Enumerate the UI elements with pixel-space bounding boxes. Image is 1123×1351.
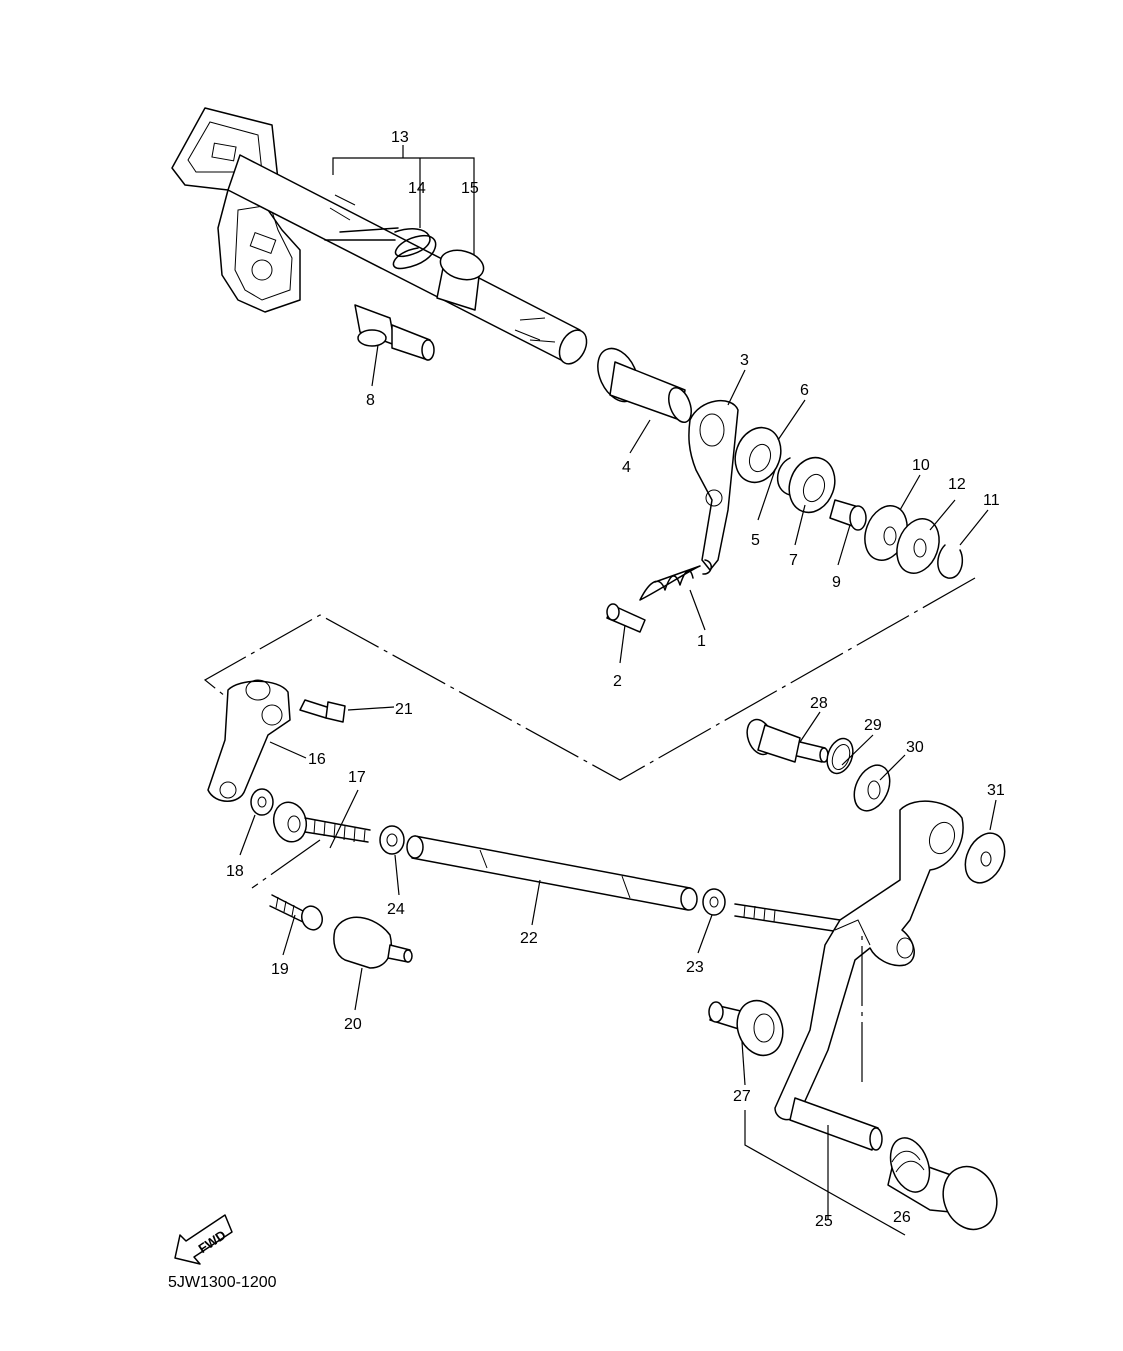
callout-24: 24 [387,901,405,918]
callout-25: 25 [815,1213,833,1230]
callout-12: 12 [948,476,966,493]
callout-9: 9 [832,574,841,591]
footrest-shaft [789,1097,883,1151]
callout-8: 8 [366,392,375,409]
assembly-line-lower [251,839,863,1082]
callout-20: 20 [344,1016,362,1033]
shift-shaft [227,154,588,365]
circlip-11 [937,544,964,579]
callout-31: 31 [987,782,1005,799]
callout-22: 22 [520,930,538,947]
collar [597,347,692,424]
callout-27: 27 [733,1088,751,1105]
shift-rod [406,835,698,911]
callout-11: 11 [983,492,1000,509]
washer-18 [250,788,274,816]
callout-4: 4 [622,459,631,476]
callout-10: 10 [912,457,930,474]
callout-17: 17 [348,769,366,786]
callout-18: 18 [226,863,244,880]
callout-15: 15 [461,180,479,197]
callout-30: 30 [906,739,924,756]
shift-shaft-spring [324,227,437,270]
return-spring [639,559,712,601]
stopper-bolt [354,304,435,361]
callout-23: 23 [686,959,704,976]
callout-16: 16 [308,751,326,768]
washer-6 [734,426,782,484]
callout-13: 13 [391,129,409,146]
drawing-code: 5JW1300-1200 [168,1274,277,1291]
washer-7 [788,456,836,514]
callout-19: 19 [271,961,289,978]
shift-arm [688,400,739,571]
shift-pedal [774,800,964,1121]
shift-shaft-plate [171,107,301,313]
bolt-19 [269,894,324,931]
callout-29: 29 [864,717,882,734]
shift-shaft-collar [436,249,485,311]
callout-28: 28 [810,695,828,712]
callout-5: 5 [751,532,760,549]
pivot-bolt-28 [746,718,829,763]
nut-24 [379,825,405,855]
callout-3: 3 [740,352,749,369]
rod-end-17 [272,801,371,843]
callout-7: 7 [789,552,798,569]
collar-9 [829,499,867,531]
washer-31 [964,832,1006,884]
leader-lines [239,145,997,1086]
callout-6: 6 [800,382,809,399]
pedal-rubber-26 [887,1137,998,1231]
callout-26: 26 [893,1209,911,1226]
washer-12 [896,518,940,574]
bolt-27 [708,999,784,1057]
bolt-21 [299,699,346,723]
callouts: 1 2 3 4 5 6 7 8 9 10 11 12 13 14 15 16 1… [226,129,1005,1230]
callout-14: 14 [408,180,426,197]
rod-thread-right [734,903,841,933]
bracket-25-27 [744,1110,906,1236]
washer-30 [853,764,891,812]
fwd-arrow-icon: FWD [174,1214,233,1265]
rubber-boot-20 [333,916,413,969]
assembly-line-upper [203,577,976,781]
pin [606,603,646,633]
callout-2: 2 [613,673,622,690]
o-ring-29 [826,737,854,775]
nut-23 [702,888,726,916]
callout-1: 1 [697,633,706,650]
shift-lever [207,679,291,802]
callout-21: 21 [395,701,413,718]
